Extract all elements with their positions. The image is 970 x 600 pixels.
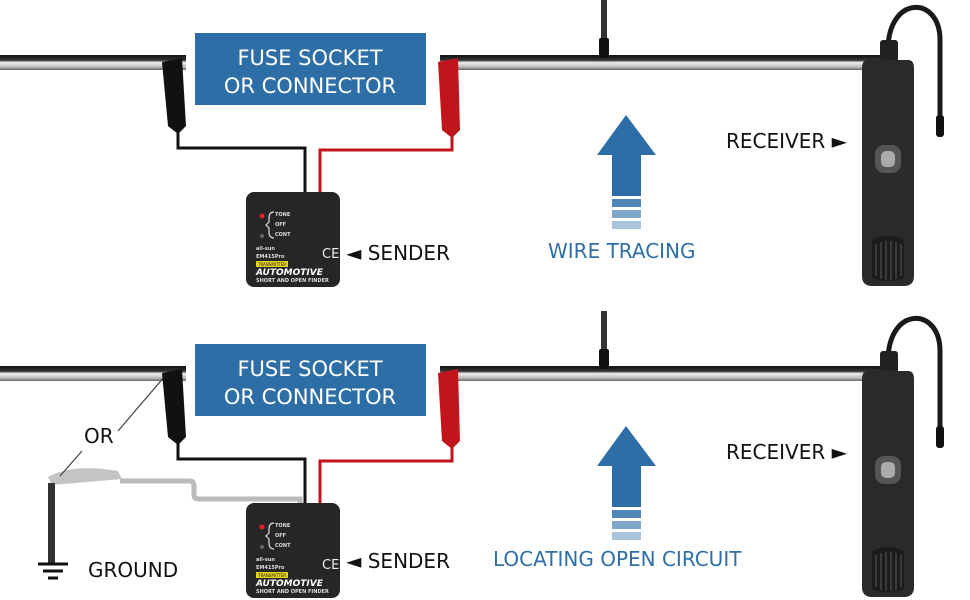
black-lead (176, 431, 307, 506)
alligator-clip-gray-icon (48, 468, 122, 485)
connector-box (195, 344, 426, 416)
device-badge: TRANSMITTER (257, 262, 286, 267)
device-brand: all-sun (256, 246, 275, 252)
switch-off: OFF (275, 533, 286, 539)
wire-right (440, 55, 880, 70)
switch-cont: CONT (275, 232, 291, 238)
wire-left (0, 55, 186, 70)
panel-wire-tracing: FUSE SOCKET OR CONNECTOR TONE OFF CONT a… (0, 0, 944, 287)
receiver-label: RECEIVER ► (726, 440, 848, 464)
ground-lead (120, 478, 303, 506)
alligator-clip-red-icon (438, 58, 460, 138)
receiver-probe-icon (862, 318, 944, 597)
caption: LOCATING OPEN CIRCUIT (493, 547, 742, 571)
switch-off: OFF (275, 222, 286, 228)
red-lead (318, 125, 454, 195)
device-title: AUTOMOTIVE (255, 579, 324, 589)
connector-line1: FUSE SOCKET (237, 46, 382, 70)
arrow-up-icon (597, 426, 656, 540)
ground-rod (48, 483, 55, 563)
panel-open-circuit: OR GROUND FUSE SOCKET OR CONNECTOR TONE … (0, 311, 944, 598)
probe-tip (599, 38, 609, 58)
device-subtitle: SHORT AND OPEN FINDER (256, 278, 329, 284)
connector-line1: FUSE SOCKET (237, 357, 382, 381)
sender-label: ◄ SENDER (346, 549, 450, 573)
caption: WIRE TRACING (548, 239, 696, 263)
alligator-clip-black-icon (162, 369, 186, 445)
device-model: EM415Pro (256, 565, 285, 571)
or-line (59, 450, 83, 477)
wire-left (0, 366, 186, 381)
receiver-probe-icon (862, 7, 944, 286)
receiver-label: RECEIVER ► (726, 129, 848, 153)
red-lead (318, 436, 454, 506)
connector-line2: OR CONNECTOR (224, 385, 396, 409)
device-subtitle: SHORT AND OPEN FINDER (256, 589, 329, 595)
switch-tone: TONE (275, 523, 291, 529)
black-lead (176, 120, 307, 195)
switch-tone: TONE (275, 212, 291, 218)
device-title: AUTOMOTIVE (255, 268, 324, 278)
device-model: EM415Pro (256, 254, 285, 260)
or-label: OR (84, 424, 114, 448)
device-badge: TRANSMITTER (257, 573, 286, 578)
alligator-clip-black-icon (162, 58, 186, 134)
arrow-up-icon (597, 115, 656, 229)
device-brand: all-sun (256, 557, 275, 563)
probe-tip (599, 349, 609, 369)
connector-box (195, 33, 426, 105)
ground-symbol-icon (38, 562, 68, 580)
connector-line2: OR CONNECTOR (224, 74, 396, 98)
ground-label: GROUND (88, 558, 178, 582)
alligator-clip-red-icon (438, 369, 460, 449)
or-line (117, 375, 166, 432)
sender-label: ◄ SENDER (346, 241, 450, 265)
switch-cont: CONT (275, 543, 291, 549)
wire-right (440, 366, 880, 381)
